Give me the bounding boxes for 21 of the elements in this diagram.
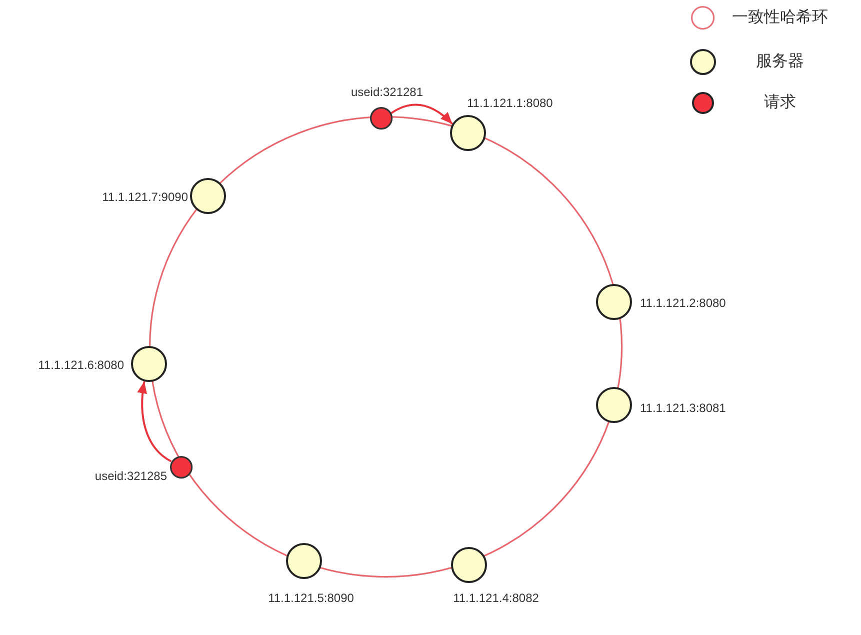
address-label: 11.1.121.7:9090 — [102, 190, 188, 204]
server-circle — [596, 284, 632, 320]
server-circle — [190, 178, 226, 214]
address-label: 11.1.121.6:8080 — [38, 358, 124, 372]
address-label: 11.1.121.2:8080 — [640, 296, 726, 310]
address-label: 11.1.121.5:8090 — [268, 591, 354, 605]
address-label: 11.1.121.3:8081 — [640, 401, 726, 415]
request-label: useid:321285 — [94, 469, 167, 483]
legend-label: 请求 — [764, 93, 796, 113]
server-circle — [596, 387, 632, 423]
request-dot — [370, 106, 392, 130]
request-label: useid:321281 — [350, 85, 424, 99]
request-dot — [170, 456, 192, 478]
arrow — [138, 381, 172, 462]
arrow — [390, 104, 454, 125]
server-circle — [131, 346, 167, 382]
address-label: 11.1.121.4:8082 — [453, 591, 539, 605]
server-circle — [451, 547, 487, 583]
legend-label: 服务器 — [756, 52, 804, 72]
legend-label: 一致性哈希环 — [732, 8, 828, 28]
address-label: 11.1.121.1:8080 — [467, 96, 553, 110]
